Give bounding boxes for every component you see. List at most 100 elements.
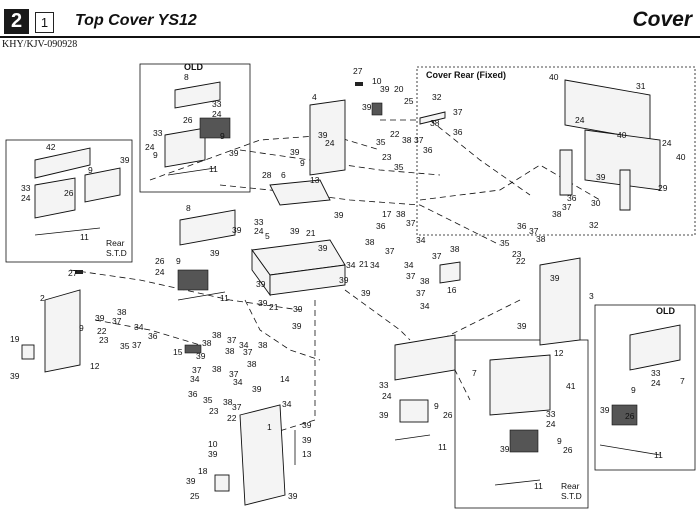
part-label: 39 [196,351,206,361]
document-reference: KHY/KJV-090928 [2,39,78,50]
part-label: 11 [80,232,89,242]
part-label: 23 [209,406,219,416]
part-label: 33 [651,368,661,378]
part-label: 38 [212,330,222,340]
part-label: 8 [186,203,191,213]
part-label: 38 [552,209,562,219]
part-label: 5 [265,231,270,241]
part-label: 34 [239,340,249,350]
part-label: 38 [420,276,430,286]
part-label: 30 [591,198,601,208]
part-label: 37 [192,365,202,375]
part-label: 39 [290,226,300,236]
part-label: 24 [254,226,264,236]
part-label: 37 [227,335,237,345]
old-label-top: OLD [184,62,203,72]
rear-std-box-right [454,339,589,509]
part-label: 39 [208,449,218,459]
part-label: 26 [625,411,635,421]
part-label: 3 [589,291,594,301]
callout-boxes [5,63,696,509]
part-label: 39 [186,476,196,486]
part-label: 38 [247,359,257,369]
part-label: 9 [153,150,158,160]
part-label: 9 [79,323,84,333]
part-label: 34 [190,374,200,384]
part-label: 36 [567,193,577,203]
part-label: 21 [269,302,279,312]
rear-std-label-right: Rear [561,481,580,491]
part-label: 24 [382,391,392,401]
part-label: 32 [589,220,599,230]
part-label: 34 [233,377,243,387]
part-label: 37 [406,271,416,281]
part-label: 19 [10,334,20,344]
part-label: 38 [212,364,222,374]
part-label: 27 [68,268,78,278]
part-label: 32 [432,92,442,102]
part-shapes [21,79,681,506]
part-label: 21 [359,259,369,269]
part-label: 8 [184,72,189,82]
part-label: 39 [288,491,298,501]
part-label: 34 [420,301,430,311]
part-label: 39 [95,313,105,323]
part-label: 20 [394,84,404,94]
part-number-labels: 8 33 24 26 33 24 9 39 11 9 42 39 33 24 9… [10,66,686,501]
part-label: 7 [680,376,685,386]
part-label: 33 [254,217,264,227]
part-label: 38 [365,237,375,247]
part-label: 28 [262,170,272,180]
part-label: 21 [306,228,316,238]
part-label: 37 [414,135,424,145]
part-label: 34 [282,399,292,409]
part-label: 38 [258,340,268,350]
part-label: 22 [390,129,400,139]
part-label: 7 [472,368,477,378]
part-label: 39 [318,130,328,140]
part-label: 26 [155,256,165,266]
part-label: 11 [209,164,218,174]
part-label: 39 [258,298,268,308]
part-label: 25 [190,491,200,501]
part-label: 12 [90,361,100,371]
part-label: 37 [529,226,539,236]
part-label: 22 [227,413,237,423]
part-label: 37 [132,340,142,350]
part-label: 23 [382,152,392,162]
part-label: 11 [220,293,229,303]
part-label: 33 [153,128,163,138]
part-label: 24 [662,138,672,148]
part-label: 23 [512,249,522,259]
part-label: 37 [232,402,242,412]
part-label: 36 [148,331,158,341]
part-label: 9 [631,385,636,395]
part-label: 37 [112,316,122,326]
header-rule [0,36,700,38]
rear-std-label-left: Rear [106,238,125,248]
part-label: 39 [232,225,242,235]
part-label: 38 [225,346,235,356]
part-label: 39 [120,155,130,165]
part-label: 12 [554,348,564,358]
old-box-right [594,304,696,471]
part-label: 42 [46,142,56,152]
part-label: 39 [550,273,560,283]
part-label: 26 [64,188,74,198]
part-label: 26 [183,115,193,125]
part-label: 10 [208,439,218,449]
part-label: 33 [379,380,389,390]
part-label: 9 [434,401,439,411]
part-label: 37 [453,107,463,117]
old-label-right: OLD [656,306,675,316]
part-label: 33 [546,409,556,419]
part-label: 38 [536,234,546,244]
rear-std-label-right-2: S.T.D [561,491,582,501]
part-label: 39 [229,148,239,158]
cover-rear-fixed-label: Cover Rear (Fixed) [426,70,506,80]
part-label: 11 [534,481,543,491]
part-label: 39 [10,371,20,381]
part-label: 38 [117,307,127,317]
part-label: 39 [361,288,371,298]
part-label: 9 [88,165,93,175]
